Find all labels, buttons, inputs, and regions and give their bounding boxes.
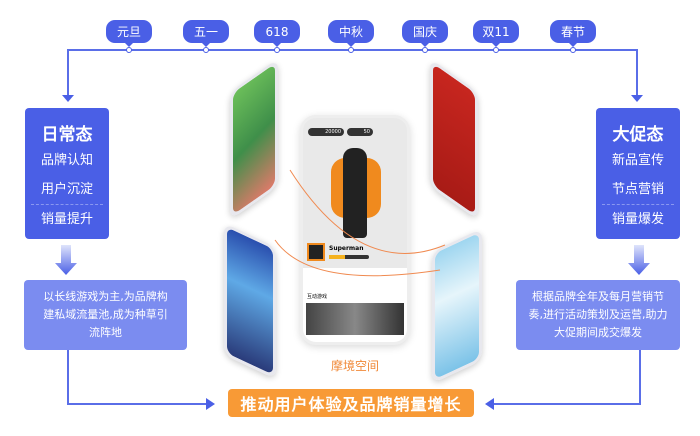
timeline-dot xyxy=(422,47,428,53)
timeline-dot xyxy=(274,47,280,53)
tag-chunjie: 春节 xyxy=(550,20,596,47)
orbit-decoration xyxy=(274,169,446,277)
timeline-dot xyxy=(493,47,499,53)
divider xyxy=(31,204,103,205)
tag-wuyi: 五一 xyxy=(183,20,229,47)
daily-state-card: 日常态 品牌认知 用户沉淀 销量提升 xyxy=(25,108,109,239)
game-banner[interactable] xyxy=(306,303,404,335)
daily-title: 日常态 xyxy=(41,125,93,145)
daily-item: 品牌认知 xyxy=(40,153,93,168)
promo-title: 大促态 xyxy=(612,125,664,145)
arrow-down-icon xyxy=(631,95,643,102)
timeline-left-drop xyxy=(67,49,69,97)
arrow-down-icon xyxy=(628,245,650,275)
arrow-left-icon xyxy=(485,398,494,410)
tag-618: 618 xyxy=(254,20,300,47)
tag-double11: 双11 xyxy=(473,20,519,47)
cta-banner: 推动用户体验及品牌销量增长 xyxy=(228,389,474,417)
connector xyxy=(67,403,209,405)
daily-item: 用户沉淀 xyxy=(40,182,93,197)
arrow-right-icon xyxy=(206,398,215,410)
timeline-dot xyxy=(348,47,354,53)
tag-yuandan: 元旦 xyxy=(106,20,152,47)
timeline-dot xyxy=(570,47,576,53)
promo-item: 节点营销 xyxy=(611,182,664,197)
connector xyxy=(67,350,69,404)
timeline-dot xyxy=(203,47,209,53)
arrow-down-icon xyxy=(55,245,77,275)
avatar-character xyxy=(343,148,367,238)
connector xyxy=(639,350,641,404)
promo-state-card: 大促态 新品宣传 节点营销 销量爆发 xyxy=(596,108,680,239)
gems-counter: 50 xyxy=(347,128,373,136)
section-title: 互动游戏 xyxy=(307,294,328,300)
coins-counter: 20000 xyxy=(308,128,344,136)
connector xyxy=(492,403,641,405)
username: Superman xyxy=(329,245,364,252)
app-name: 摩境空间 xyxy=(330,359,379,373)
promo-item: 销量爆发 xyxy=(611,212,664,227)
daily-item: 销量提升 xyxy=(40,212,93,227)
daily-desc: 以长线游戏为主,为品牌构建私域流量池,成为种草引流阵地 xyxy=(24,280,187,350)
tag-guoqing: 国庆 xyxy=(402,20,448,47)
arrow-down-icon xyxy=(62,95,74,102)
timeline-dot xyxy=(126,47,132,53)
avatar[interactable] xyxy=(307,243,325,261)
game-screenshot-blue xyxy=(224,222,276,380)
promo-desc: 根据品牌全年及每月营销节奏,进行活动策划及运营,助力大促期间成交爆发 xyxy=(516,280,680,350)
tag-zhongqiu: 中秋 xyxy=(328,20,374,47)
promo-item: 新品宣传 xyxy=(611,153,664,168)
divider xyxy=(602,204,674,205)
center-phone: 20000 50 Superman 互动游戏 xyxy=(300,115,410,345)
timeline-right-drop xyxy=(636,49,638,97)
